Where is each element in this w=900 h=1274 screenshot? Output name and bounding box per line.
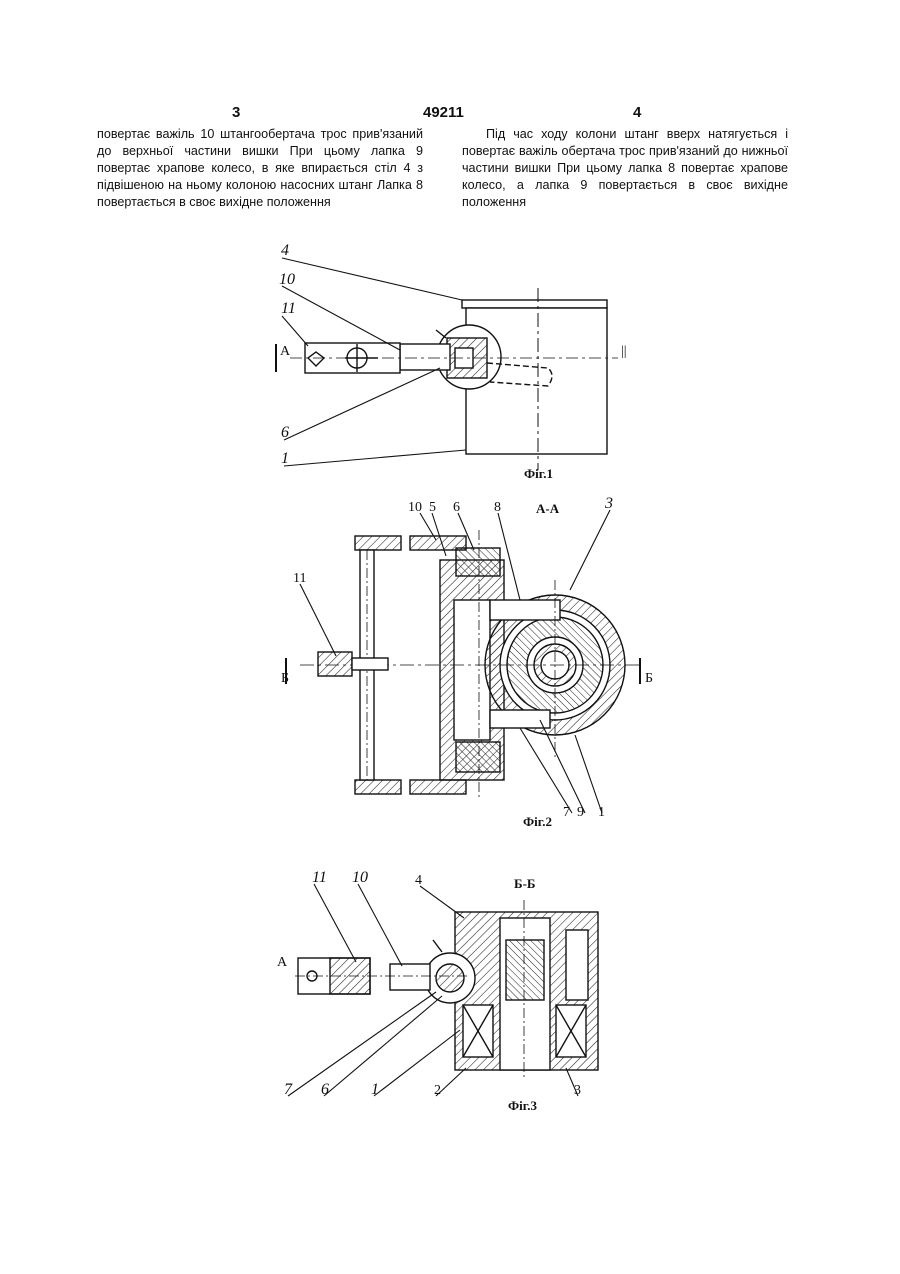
fig2-label-7: 7: [563, 805, 570, 820]
fig2-label-3: 3: [604, 495, 613, 512]
figure-2: [286, 510, 640, 813]
fig3-title: Б-Б: [514, 876, 536, 891]
fig1-caption: Фіг.1: [524, 466, 553, 481]
fig2-label-5: 5: [429, 500, 436, 515]
fig1-label-10: 10: [279, 271, 295, 288]
fig3-label-6: 6: [321, 1081, 329, 1098]
fig2-caption: Фіг.2: [523, 814, 552, 829]
fig3-label-1: 1: [371, 1081, 379, 1098]
fig3-section-mark-left: А: [277, 955, 288, 970]
fig2-label-1: 1: [598, 805, 605, 820]
fig3-label-10: 10: [352, 869, 368, 886]
fig2-label-11: 11: [293, 571, 306, 586]
fig2-section-mark-right: Б: [645, 671, 653, 686]
figure-3: [288, 884, 598, 1096]
fig2-section-mark-left: Б: [281, 671, 289, 686]
fig2-title: А-А: [536, 501, 560, 516]
fig2-label-8: 8: [494, 500, 501, 515]
fig3-label-2: 2: [434, 1083, 441, 1098]
fig1-label-1: 1: [281, 450, 289, 467]
fig2-label-6: 6: [453, 500, 460, 515]
fig3-label-4: 4: [415, 873, 422, 888]
fig3-caption: Фіг.3: [508, 1098, 537, 1113]
fig1-label-4: 4: [281, 242, 289, 259]
fig2-label-9: 9: [577, 805, 584, 820]
figure-1: [276, 258, 618, 470]
fig2-label-10: 10: [408, 500, 422, 515]
fig3-label-7: 7: [284, 1081, 293, 1098]
fig1-label-11: 11: [281, 300, 296, 317]
fig3-label-11: 11: [312, 869, 327, 886]
fig3-label-3: 3: [574, 1083, 581, 1098]
fig1-section-mark-left: А: [280, 344, 291, 359]
fig1-label-6: 6: [281, 424, 289, 441]
fig1-section-mark-right: ||: [621, 344, 627, 359]
